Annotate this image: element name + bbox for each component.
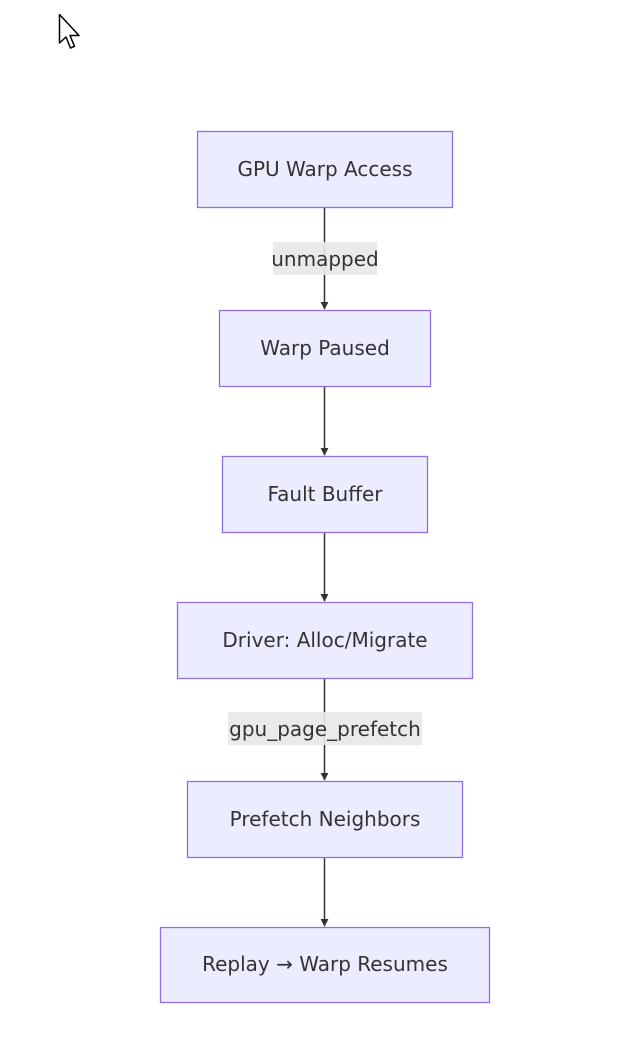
node-label: Warp Paused bbox=[260, 336, 390, 360]
node-label: Replay → Warp Resumes bbox=[202, 952, 448, 976]
node-label: Driver: Alloc/Migrate bbox=[222, 628, 427, 652]
node-label: GPU Warp Access bbox=[237, 157, 412, 181]
edge-label-bg bbox=[228, 712, 422, 745]
node-driver-alloc-migrate[interactable]: Driver: Alloc/Migrate bbox=[176, 601, 474, 680]
node-gpu-warp-access[interactable]: GPU Warp Access bbox=[196, 130, 454, 209]
node-label: Prefetch Neighbors bbox=[230, 807, 421, 831]
edge-driver-to-prefetch: gpu_page_prefetch bbox=[228, 678, 422, 781]
node-label: Fault Buffer bbox=[267, 482, 383, 506]
edge-gpu-to-paused: unmapped bbox=[271, 207, 379, 310]
node-warp-paused[interactable]: Warp Paused bbox=[218, 309, 432, 388]
edge-label-gpu-page-prefetch: gpu_page_prefetch bbox=[229, 717, 421, 741]
node-fault-buffer[interactable]: Fault Buffer bbox=[221, 455, 429, 534]
edge-label-unmapped: unmapped bbox=[271, 247, 378, 271]
node-prefetch-neighbors[interactable]: Prefetch Neighbors bbox=[186, 780, 464, 859]
node-replay-warp-resumes[interactable]: Replay → Warp Resumes bbox=[159, 926, 491, 1004]
edge-label-bg bbox=[273, 242, 377, 275]
mouse-pointer-icon bbox=[58, 13, 80, 49]
